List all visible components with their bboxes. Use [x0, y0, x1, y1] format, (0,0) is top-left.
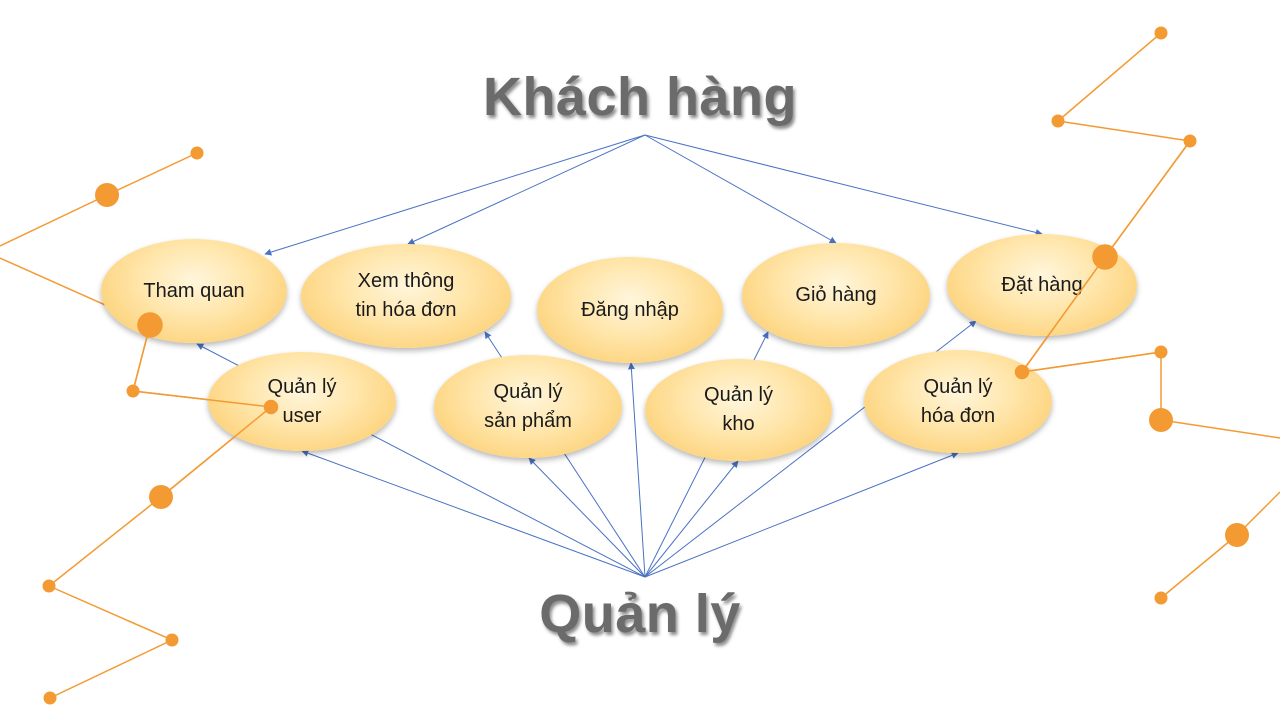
- node-label: Giỏ hàng: [795, 283, 877, 306]
- edge-quan-ly-hoa-don: [644, 452, 959, 578]
- decor-dot: [1154, 591, 1168, 605]
- node-quan-ly-user: Quản lý user: [208, 352, 396, 451]
- edge-khach-hang-tham-quan: [264, 134, 646, 256]
- node-gio-hang: Giỏ hàng: [742, 243, 930, 347]
- decor-dot: [1183, 134, 1197, 148]
- node-label: Quản lý user: [267, 375, 337, 427]
- decor-dot: [1051, 114, 1065, 128]
- node-label: Tham quan: [143, 279, 245, 302]
- node-label: Quản lý hóa đơn: [920, 375, 996, 427]
- edge-quan-ly-dang-nhap: [627, 362, 646, 578]
- edge-khach-hang-dat-hang: [644, 134, 1043, 236]
- node-label: Đăng nhập: [581, 298, 679, 321]
- decor-dot: [149, 485, 173, 509]
- node-label: Quản lý sản phẩm: [484, 380, 572, 432]
- edge-quan-ly-san-pham: [528, 457, 646, 578]
- node-label: Xem thông tin hóa đơn: [355, 270, 457, 321]
- decor-dot: [1154, 345, 1168, 359]
- customer-actor-title: Khách hàng: [482, 67, 798, 127]
- edge-khach-hang-xem-hoa-don: [407, 134, 646, 245]
- decor-dot: [165, 633, 179, 647]
- node-dang-nhap: Đăng nhập: [537, 257, 723, 363]
- edge-khach-hang-gio-hang: [644, 134, 837, 244]
- node-dat-hang: Đặt hàng: [947, 234, 1137, 336]
- node-quan-ly-kho: Quản lý kho: [645, 359, 832, 461]
- decor-dot: [42, 579, 56, 593]
- decor-dot: [126, 384, 140, 398]
- node-xem-thong-tin-hoa-don: Xem thông tin hóa đơn: [301, 244, 511, 348]
- decor-dot: [95, 183, 119, 207]
- decor-dot: [1225, 523, 1249, 547]
- decor-dot: [190, 146, 204, 160]
- node-quan-ly-san-pham: Quản lý sản phẩm: [434, 355, 622, 458]
- decor-dot: [1154, 26, 1168, 40]
- node-label: Đặt hàng: [1001, 273, 1083, 296]
- node-tham-quan: Tham quan: [101, 239, 287, 343]
- decor-dot: [1149, 408, 1173, 432]
- node-label: Quản lý kho: [704, 384, 773, 435]
- edge-quan-ly-kho: [644, 460, 739, 578]
- node-quan-ly-hoa-don: Quản lý hóa đơn: [864, 350, 1052, 453]
- manager-actor-title: Quản lý: [539, 584, 741, 644]
- edge-quan-ly-user: [301, 449, 646, 578]
- decor-dot: [43, 691, 57, 705]
